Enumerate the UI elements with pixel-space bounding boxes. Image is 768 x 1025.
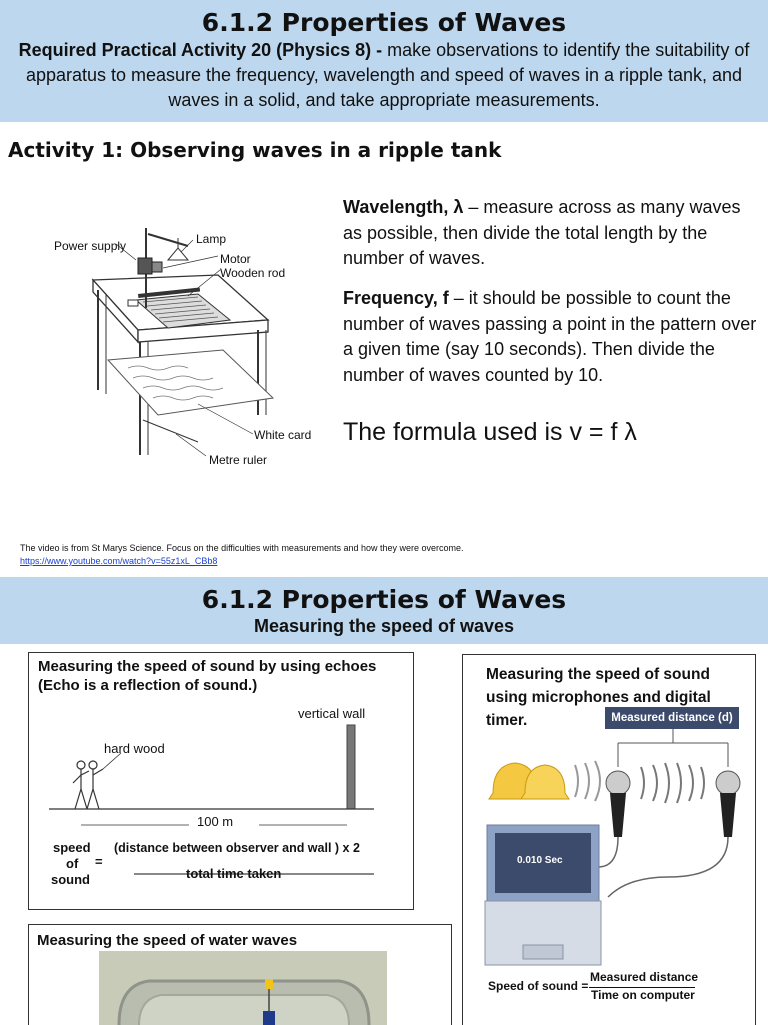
label-white-card: White card [254,428,311,442]
wavelength-paragraph: Wavelength, λ – measure across as many w… [343,195,763,272]
activity-heading: Activity 1: Observing waves in a ripple … [8,138,501,162]
section-subtitle: Measuring the speed of waves [0,615,768,637]
bell-icon [489,763,569,799]
header-banner: 6.1.2 Properties of Waves Required Pract… [0,0,768,122]
microphone-method-box: Measuring the speed of sound using micro… [462,654,756,1025]
label-power-supply: Power supply [54,239,126,253]
microphone-icon [606,771,630,837]
microphone-icon-2 [716,771,740,837]
frequency-term: Frequency, f [343,288,449,308]
video-link[interactable]: https://www.youtube.com/watch?v=55z1xL_C… [20,556,217,566]
mic-denominator: Time on computer [591,988,695,1002]
section-title: 6.1.2 Properties of Waves [0,585,768,615]
label-wooden-rod: Wooden rod [220,266,285,280]
label-lamp: Lamp [196,232,226,246]
mic-speed-label: Speed of sound = [488,979,588,993]
header-banner-2: 6.1.2 Properties of Waves Measuring the … [0,577,768,644]
echo-denominator: total time taken [186,866,281,881]
water-waves-box: Measuring the speed of water waves [28,924,452,1025]
echo-equals: = [95,854,103,869]
echo-method-box: Measuring the speed of sound by using ec… [28,652,414,910]
of-word: of [66,856,78,871]
speed-word: speed [53,840,91,855]
timer-display: 0.010 Sec [517,855,563,866]
video-note: The video is from St Marys Science. Focu… [20,543,464,553]
practical-description: Required Practical Activity 20 (Physics … [0,38,768,113]
page-title: 6.1.2 Properties of Waves [0,8,768,38]
sound-word: sound [51,872,90,887]
label-metre-ruler: Metre ruler [209,453,267,467]
distance-label: 100 m [197,814,233,829]
practical-name: Required Practical Activity 20 (Physics … [19,40,382,60]
observer-figures-icon [73,761,103,809]
wave-formula: The formula used is v = f λ [343,418,637,447]
water-box-title: Measuring the speed of water waves [37,931,297,950]
water-tray-photo [99,951,387,1025]
frequency-paragraph: Frequency, f – it should be possible to … [343,286,763,388]
mic-numerator: Measured distance [590,970,698,984]
wavelength-term: Wavelength, λ [343,197,463,217]
echo-numerator: (distance between observer and wall ) x … [114,841,360,855]
laptop-icon [485,825,601,965]
label-motor: Motor [220,252,251,266]
